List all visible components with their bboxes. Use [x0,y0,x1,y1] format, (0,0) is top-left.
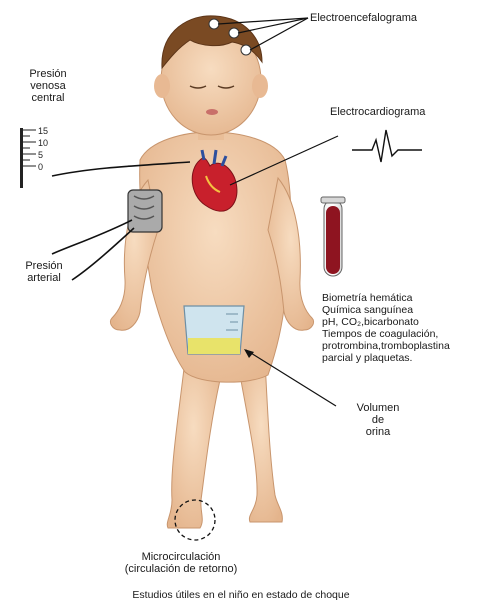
pvc-line: venosa [18,80,78,92]
left-leg [167,360,220,528]
label-microcirculacion: Microcirculación (circulación de retorno… [96,551,266,575]
vol-line: Volumen [336,402,420,414]
right-ear [252,74,268,98]
right-leg [240,360,282,522]
lab-line: Biometría hemática [322,292,450,304]
lab-line: parcial y plaquetas. [322,352,450,364]
label-lab-studies: Biometría hemática Química sanguínea pH,… [322,292,450,364]
micro-line: Microcirculación [96,551,266,563]
bp-cuff [128,190,162,232]
ecg-trace-icon [352,130,422,162]
lab-line: Química sanguínea [322,304,450,316]
scale-tick-0: 0 [38,162,43,172]
eeg-electrode [241,45,251,55]
eeg-electrode [209,19,219,29]
label-electrocardiograma: Electrocardiograma [330,106,425,118]
mouth [206,109,218,115]
label-presion-venosa-central: Presión venosa central [18,68,78,104]
blood-sample [326,206,340,274]
pvc-line: Presión [18,68,78,80]
left-ear [154,74,170,98]
scale-tick-10: 10 [38,138,48,148]
pa-line: arterial [14,272,74,284]
lab-line: pH, CO₂,bicarbonato [322,316,450,328]
label-electroencefalograma: Electroencefalograma [310,12,417,24]
eeg-lead [250,18,308,50]
figure-caption: Estudios útiles en el niño en estado de … [0,589,482,601]
vol-line: orina [336,426,420,438]
label-volumen-orina: Volumen de orina [336,402,420,438]
label-presion-arterial: Presión arterial [14,260,74,284]
bp-tube [52,220,132,254]
lab-line: Tiempos de coagulación, [322,328,450,340]
vol-line: de [336,414,420,426]
urine-level [188,338,240,354]
pa-line: Presión [14,260,74,272]
cvp-scale-bar [20,128,23,188]
micro-line: (circulación de retorno) [96,563,266,575]
pvc-line: central [18,92,78,104]
lab-line: protrombina,tromboplastina [322,340,450,352]
scale-tick-5: 5 [38,150,43,160]
tube-cap [321,197,345,203]
eeg-electrode [229,28,239,38]
scale-tick-15: 15 [38,126,48,136]
cvp-scale-ticks [23,130,36,166]
